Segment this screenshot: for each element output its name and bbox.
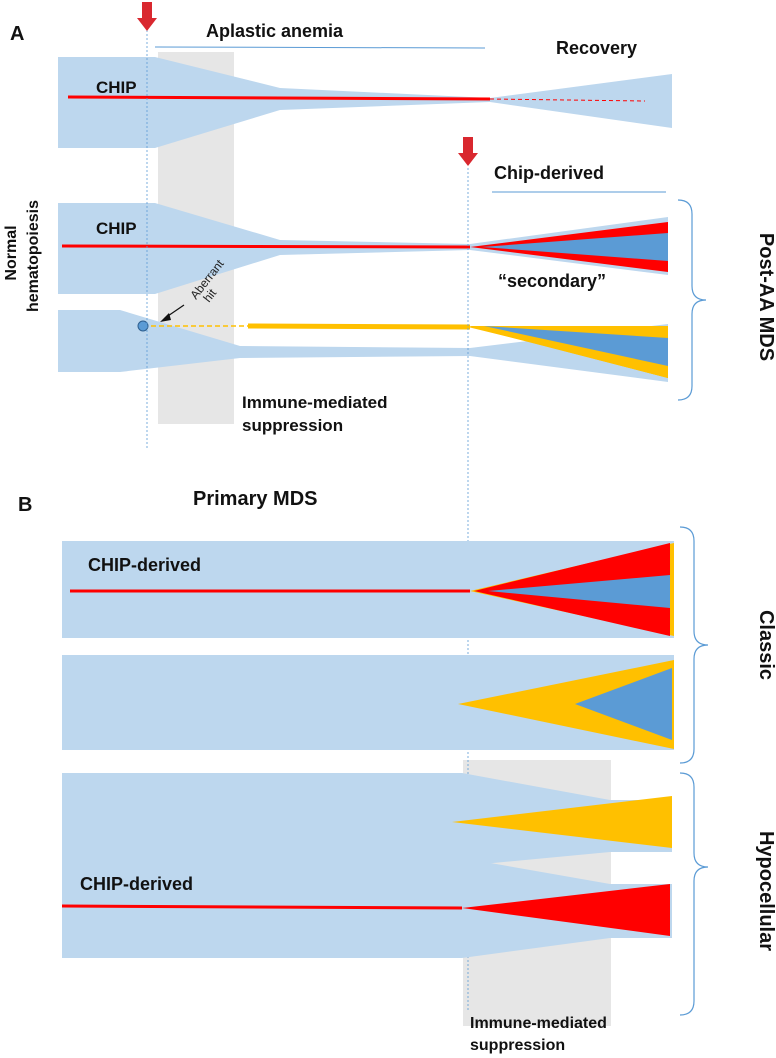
mds-clone-yellow-b2: [458, 660, 674, 749]
chip-derived-label-b1: CHIP-derived: [88, 555, 201, 575]
chip-label-a2: CHIP: [96, 219, 137, 238]
aplastic-anemia-bar: [154, 46, 486, 49]
post-aa-mds-brace: [677, 199, 707, 401]
hypocellular-brace: [679, 772, 709, 1016]
immune-suppression-b-line1: Immune-mediated: [470, 1015, 607, 1032]
chip-clone-line-a2: [61, 244, 471, 249]
classic-label: Classic: [755, 610, 776, 680]
normal-label: Normal: [3, 225, 20, 280]
chip-clone-dashed-a1: [489, 98, 646, 102]
hematopoiesis-label: hematopoiesis: [25, 200, 42, 312]
immune-suppression-b-line2: suppression: [470, 1037, 565, 1054]
post-aa-mds-label: Post-AA MDS: [755, 233, 776, 361]
chip-clone-line-a1: [67, 95, 491, 101]
hematopoiesis-stream-a1: [58, 57, 672, 148]
hypocellular-label: Hypocellular: [755, 831, 776, 951]
classic-brace: [679, 526, 709, 764]
mds-clone-yellow-b3: [452, 796, 672, 848]
hematopoiesis-stream-b3: [62, 773, 672, 866]
chip-derived-label-a: Chip-derived: [494, 163, 604, 183]
onset-arrow-a2: [458, 137, 478, 166]
secondary-clone-blue: [484, 326, 668, 366]
chip-derived-label-b4: CHIP-derived: [80, 874, 193, 894]
immune-suppression-a-line2: suppression: [242, 416, 343, 435]
mds-clone-red-b4: [462, 884, 670, 936]
aberrant-clone-line: [247, 323, 471, 330]
immune-suppression-a-line1: Immune-mediated: [242, 393, 387, 412]
aberrant-arrowhead: [160, 313, 171, 322]
mds-clone-blue-b2: [575, 668, 672, 740]
chip-label-a1: CHIP: [96, 78, 137, 97]
primary-mds-label: Primary MDS: [193, 488, 318, 510]
mds-clone-blue-b1: [488, 575, 670, 608]
panel-a-label: A: [10, 23, 24, 45]
mds-clone-a2: [482, 233, 668, 261]
panel-b-label: B: [18, 494, 32, 516]
aplastic-anemia-label: Aplastic anemia: [206, 21, 344, 41]
recovery-label: Recovery: [556, 38, 637, 58]
chip-clone-line-b4: [61, 904, 463, 910]
onset-arrow-a1: [137, 2, 157, 31]
aberrant-hit-cell: [137, 320, 149, 332]
secondary-label: “secondary”: [498, 271, 606, 291]
hematopoiesis-stream-a2: [58, 203, 668, 294]
